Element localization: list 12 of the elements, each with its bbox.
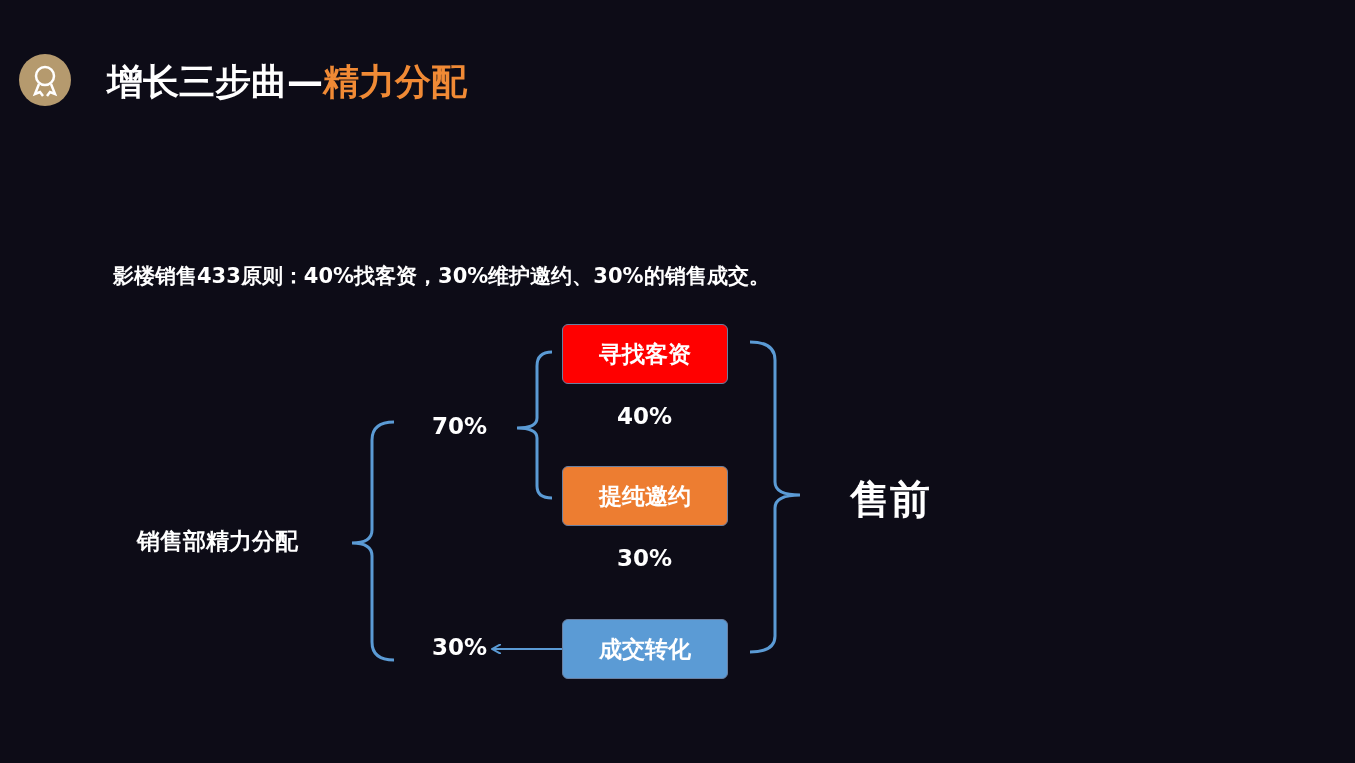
percentage-label: 70%	[432, 413, 488, 439]
percentage-label: 30%	[432, 634, 488, 660]
category-label: 销售部精力分配	[137, 527, 298, 556]
step-box: 成交转化	[562, 619, 728, 679]
step-box: 寻找客资	[562, 324, 728, 384]
step-box: 提纯邀约	[562, 466, 728, 526]
percentage-label: 40%	[617, 403, 673, 429]
rule-note: 影楼销售433原则：40%找客资，30%维护邀约、30%的销售成交。	[113, 263, 770, 290]
slide-title: 增长三步曲—精力分配	[107, 60, 467, 104]
section-label: 售前	[850, 475, 930, 524]
percentage-label: 30%	[617, 545, 673, 571]
arrow	[491, 643, 563, 655]
